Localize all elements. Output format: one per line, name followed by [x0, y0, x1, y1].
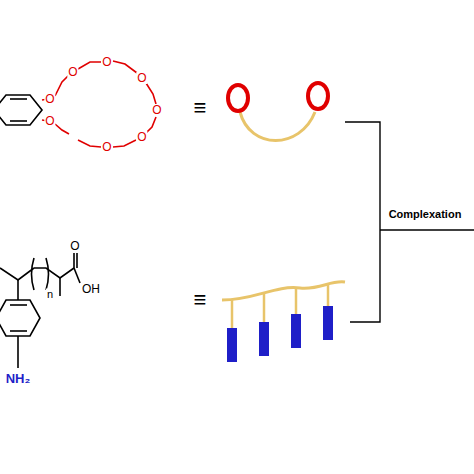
comb-polymer-cartoon [222, 282, 345, 362]
oxygen-atom: O [101, 141, 112, 153]
equivalence-sign: ≡ [193, 289, 208, 311]
oxygen-atom: O [69, 240, 80, 252]
hydroxyl-group: OH [81, 283, 101, 295]
step-label: Complexation [388, 209, 463, 220]
oxygen-atom: O [67, 66, 78, 78]
oxygen-atom: O [101, 56, 112, 68]
repeat-index: n [46, 289, 54, 300]
polymer-structure [0, 253, 80, 368]
oxygen-atom: O [136, 131, 147, 143]
oxygen-atom: O [44, 115, 55, 127]
oxygen-atom: O [136, 72, 147, 84]
merge-bracket [345, 122, 474, 322]
crown-cartoon [228, 83, 328, 141]
oxygen-atom: O [151, 104, 162, 116]
amine-group: NH₂ [5, 372, 32, 385]
benzene-ring [0, 95, 42, 125]
crown-ether-ring [42, 61, 156, 147]
oxygen-atom: O [44, 93, 55, 105]
equivalence-sign: ≡ [193, 97, 208, 119]
